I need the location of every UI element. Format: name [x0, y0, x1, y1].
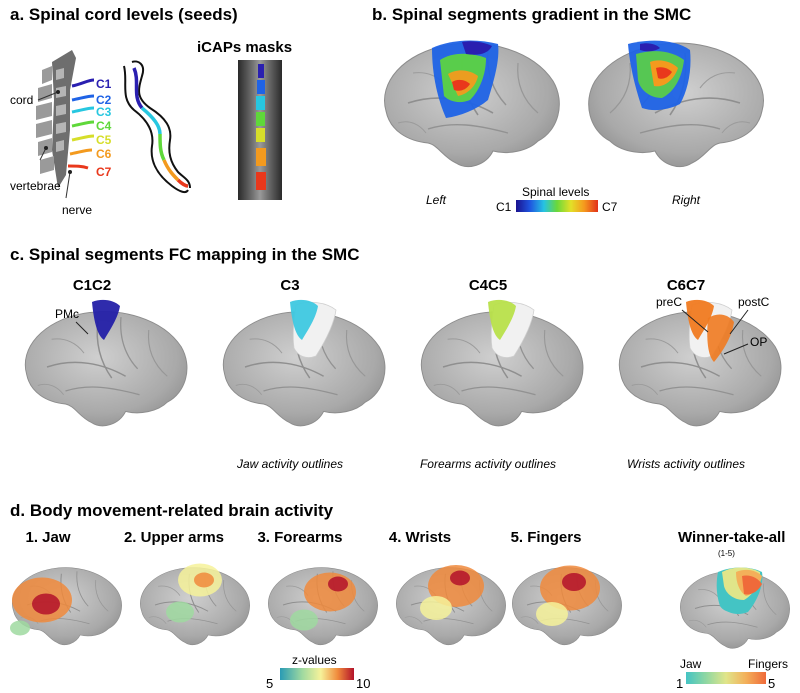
prec-label: preC [656, 295, 682, 309]
fc-brain-c1c2 [24, 299, 188, 427]
panel-c-title: c. Spinal segments FC mapping in the SMC [10, 245, 360, 264]
zvalues-legend-title: z-values [292, 653, 337, 667]
activity-brain-1 [10, 566, 123, 646]
wta-legend-max: 5 [768, 676, 775, 691]
activity-brain-3 [267, 566, 379, 646]
movement-activity-row: 1. Jaw 2. Upper arms 3. Forearms 4. Wrists 5… [10, 529, 623, 646]
fc-brain-c3 [222, 299, 386, 427]
fc-label-c1c2: C1C2 [73, 277, 111, 294]
wta-legend-left: Jaw [680, 657, 702, 671]
fc-label-c3: C3 [280, 277, 299, 294]
wta-brain [679, 567, 791, 649]
wta-subtitle: (1-5) [718, 549, 735, 558]
level-label-c2: C2 [96, 93, 112, 107]
zvalues-colorbar [280, 668, 354, 680]
activity-brain-4 [395, 565, 507, 646]
op-pointer [723, 343, 749, 355]
zlegend-max: 10 [356, 676, 370, 691]
legend-min: C1 [496, 200, 512, 214]
activity-label-3: 3. Forearms [257, 529, 342, 546]
wta-colorbar [686, 672, 766, 684]
activity-label-4: 4. Wrists [389, 529, 451, 546]
level-label-c3: C3 [96, 105, 112, 119]
zlegend-min: 5 [266, 676, 273, 691]
panel-a-title: a. Spinal cord levels (seeds) [10, 5, 238, 24]
prec-pointer [681, 309, 709, 333]
panel-d-title: d. Body movement-related brain activity [10, 501, 334, 520]
fc-label-c6c7: C6C7 [667, 277, 705, 294]
fc-caption-c6c7: Wrists activity outlines [627, 457, 745, 471]
cord-label: cord [10, 93, 33, 107]
level-label-c6: C6 [96, 147, 112, 161]
masks-title: iCAPs masks [197, 39, 292, 56]
vertebrae-label: vertebrae [10, 179, 61, 193]
fc-caption-c3: Jaw activity outlines [236, 457, 343, 471]
level-label-c5: C5 [96, 133, 112, 147]
legend-max: C7 [602, 200, 618, 214]
activity-brain-5 [511, 565, 623, 646]
spinal-cord-illustration [36, 50, 95, 199]
level-label-c4: C4 [96, 119, 112, 133]
fc-patch-c3 [290, 299, 318, 340]
level-label-c7: C7 [96, 165, 112, 179]
postc-pointer [729, 309, 749, 335]
fc-patch-c4c5 [488, 299, 516, 340]
wta-title: Winner-take-all [678, 529, 785, 546]
fc-brain-c4c5 [420, 299, 584, 427]
wta-legend-min: 1 [676, 676, 683, 691]
postc-label: postC [738, 295, 770, 309]
spinal-levels-colorbar [516, 200, 598, 212]
panel-b-title: b. Spinal segments gradient in the SMC [372, 5, 691, 24]
right-caption: Right [672, 193, 701, 207]
left-caption: Left [426, 193, 447, 207]
fc-patch-c6c7 [686, 299, 714, 340]
brain-left-gradient [383, 40, 561, 168]
wta-legend-right: Fingers [748, 657, 788, 671]
spinal-levels-legend-title: Spinal levels [522, 185, 589, 199]
pmc-pointer [75, 321, 89, 335]
op-label: OP [750, 335, 767, 349]
fc-brain-c6c7 [618, 299, 782, 427]
activity-label-5: 5. Fingers [511, 529, 582, 546]
activity-label-2: 2. Upper arms [124, 529, 224, 546]
icaps-masks-image [238, 60, 282, 200]
fc-label-c4c5: C4C5 [469, 277, 507, 294]
cord-profile [123, 60, 191, 194]
fc-patch-c1c2 [92, 299, 120, 340]
activity-label-1: 1. Jaw [25, 529, 70, 546]
brain-right-gradient [587, 40, 765, 168]
activity-brain-2 [139, 563, 251, 646]
fc-caption-c4c5: Forearms activity outlines [420, 457, 556, 471]
level-label-c1: C1 [96, 77, 112, 91]
pmc-label: PMc [55, 307, 79, 321]
nerve-label: nerve [62, 203, 92, 217]
